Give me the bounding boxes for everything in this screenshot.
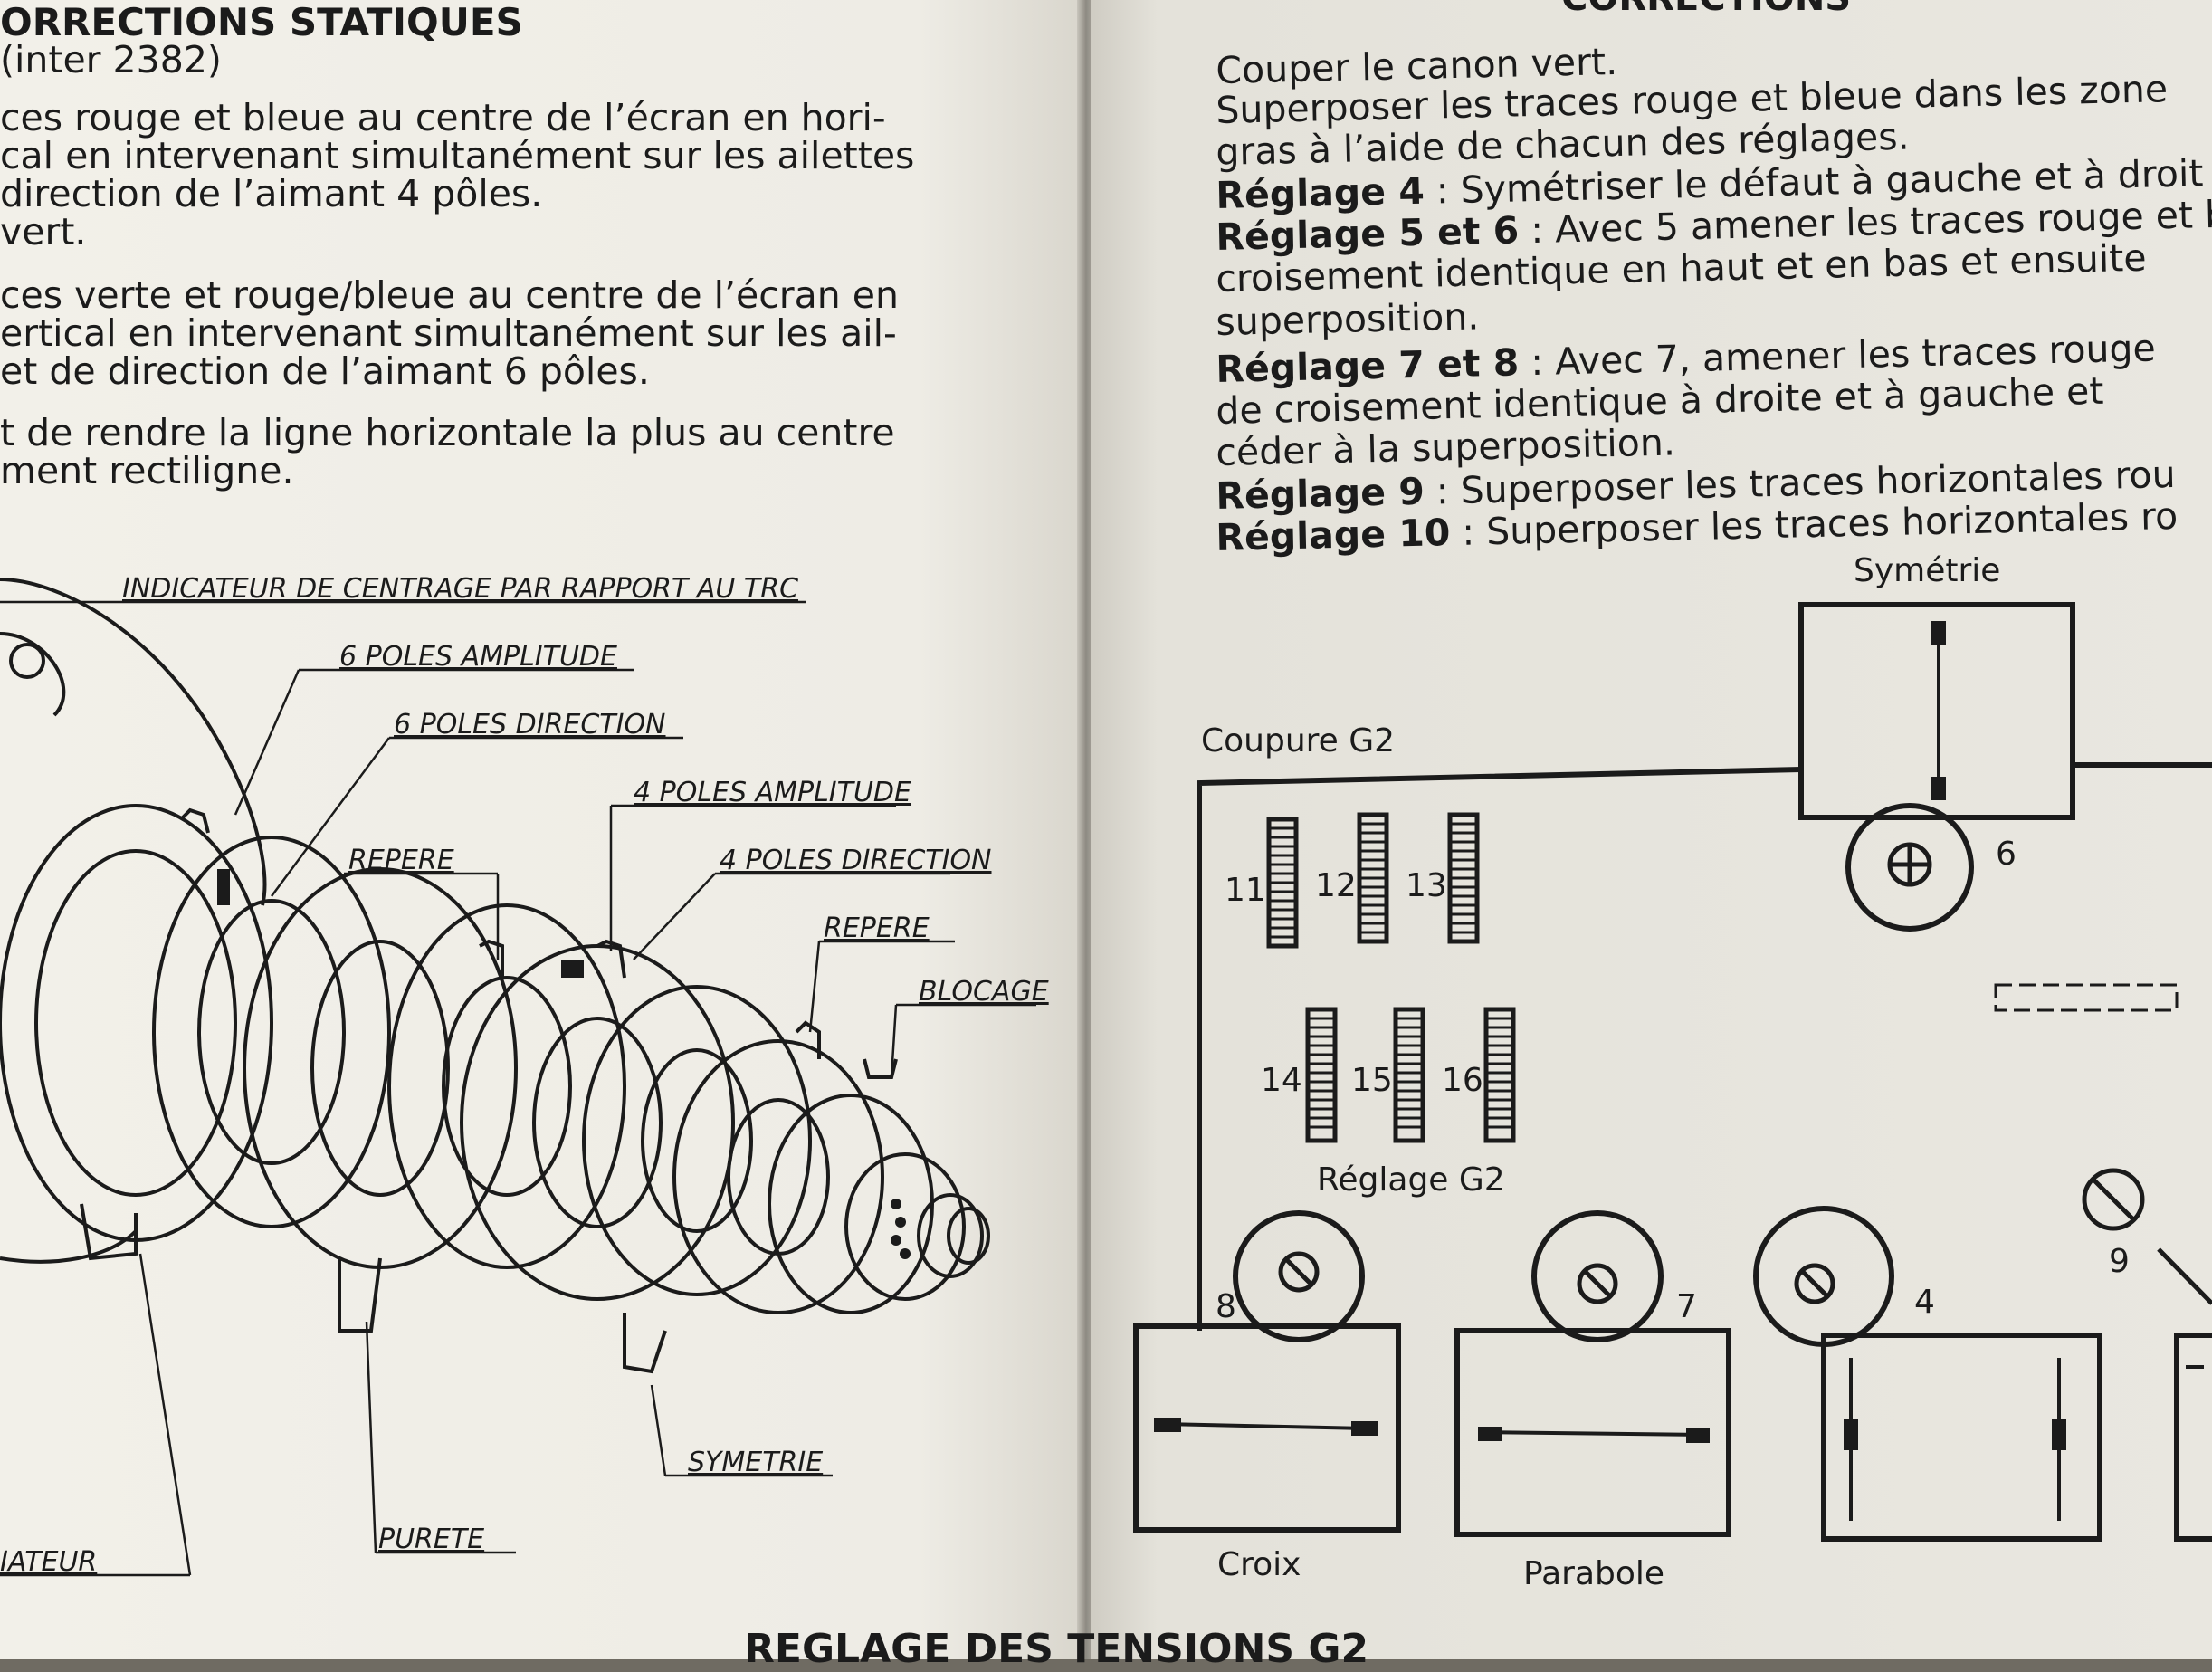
adjustment-board-diagram: Symétrie Coupure G2 Réglage G2 11 12 13 … [1133,552,2212,1592]
pot-number: 14 [1261,1062,1302,1099]
paragraph-line: ment rectiligne. [0,449,294,492]
label-6-poles-direction: 6 POLES DIRECTION [394,709,666,740]
label-croix: Croix [1217,1546,1301,1583]
footer-heading: REGLAGE DES TENSIONS G2 [744,1626,1369,1672]
paragraph-line: direction de l’aimant 4 pôles. [0,172,543,215]
paragraph-line: ces rouge et bleue au centre de l’écran … [0,96,886,139]
paragraph-line: ertical en intervenant simultanément sur… [0,311,897,355]
number-4: 4 [1914,1284,1935,1321]
label-reglage-g2: Réglage G2 [1317,1161,1505,1199]
label-6-poles-amplitude: 6 POLES AMPLITUDE [339,641,617,673]
label-4-poles-amplitude: 4 POLES AMPLITUDE [634,777,911,808]
deflection-yoke-diagram: INDICATEUR DE CENTRAGE PAR RAPPORT AU TR… [0,573,1049,1578]
paragraph-line: cal en intervenant simultanément sur les… [0,134,915,177]
number-6: 6 [1996,836,2017,873]
number-8: 8 [1216,1288,1236,1325]
label-indicateur: INDICATEUR DE CENTRAGE PAR RAPPORT AU TR… [122,573,798,605]
pot-number: 12 [1315,867,1357,904]
paragraph-line: et de direction de l’aimant 6 pôles. [0,349,650,393]
potentiometer-group [1266,812,1516,1143]
label-deviateur: IATEUR [0,1546,97,1578]
pot-number: 15 [1351,1062,1393,1099]
label-coupure-g2: Coupure G2 [1201,722,1395,760]
number-9: 9 [2109,1243,2130,1280]
label-symetrie: SYMETRIE [688,1447,823,1478]
left-page: ORRECTIONS STATIQUES (inter 2382) ces ro… [0,0,1082,1659]
label-repere-2: REPERE [824,912,930,944]
label-4-poles-direction: 4 POLES DIRECTION [720,845,992,876]
number-7: 7 [1676,1288,1697,1325]
left-heading: ORRECTIONS STATIQUES [0,0,523,44]
label-purete: PURETE [378,1524,484,1555]
pot-number: 13 [1406,867,1447,904]
label-blocage: BLOCAGE [919,976,1049,1008]
paragraph-line: vert. [0,210,87,253]
paragraph-line: t de rendre la ligne horizontale la plus… [0,411,895,454]
right-heading: CORRECTIONS [1561,0,1851,16]
right-page: CORRECTIONS Couper le canon vert. Superp… [1091,0,2212,1659]
paragraph-line: ces verte et rouge/bleue au centre de l’… [0,273,900,317]
label-parabole: Parabole [1523,1555,1664,1592]
pot-number: 16 [1442,1062,1483,1099]
label-repere-1: REPERE [348,845,454,876]
pot-number: 11 [1225,872,1266,909]
label-symetrie: Symétrie [1854,552,2000,589]
left-subheading: (inter 2382) [0,38,222,81]
